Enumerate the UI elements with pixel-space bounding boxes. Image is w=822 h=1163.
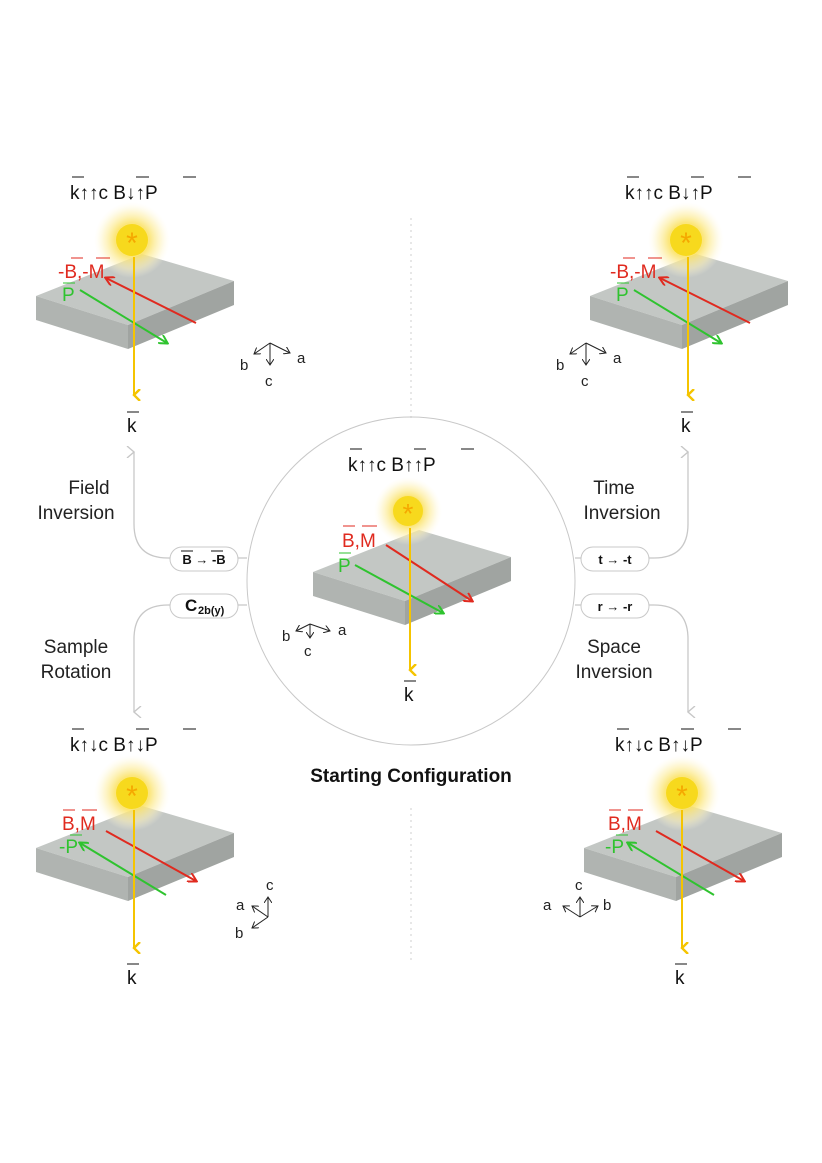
vec2-label: P (616, 285, 629, 306)
axis-b: b (282, 628, 290, 645)
diagram-title: Starting Configuration (310, 766, 512, 787)
pill-sample-rotation: C 2b(y) (169, 593, 239, 619)
vec2-label: -P (605, 837, 624, 858)
sun-icon: * (126, 780, 138, 813)
axis-b: b (556, 357, 564, 374)
vector-B-M (655, 830, 744, 881)
op-time-inversion: t → -t (598, 552, 632, 567)
axis-a: a (613, 350, 622, 367)
axis-a: a (297, 350, 306, 367)
vec1-label: B,M (608, 814, 642, 835)
connector-sample-rotation (134, 604, 247, 712)
vec2-label: P (62, 285, 75, 306)
axis-b: b (603, 897, 611, 914)
vec2-label: P (338, 556, 351, 577)
vector-B-M (105, 830, 196, 881)
vector-P (628, 843, 715, 896)
pill-field-inversion: B → -B (169, 546, 239, 572)
sun-icon: * (680, 227, 692, 260)
connector-field-inversion (134, 452, 247, 559)
vector-P (80, 843, 167, 896)
vector-B-M (385, 544, 472, 601)
label-space: Space (587, 637, 641, 658)
label-field-inversion: Inversion (37, 503, 114, 524)
panel-center: k↑↑c B↑↑P * B,M P k b a c (282, 448, 511, 706)
axis-c: c (581, 373, 589, 390)
vector-B-M (106, 278, 197, 324)
panel-header: k↑↓c B↑↓P (70, 735, 158, 756)
label-sample-rotation: Rotation (41, 662, 112, 683)
axis-c: c (265, 373, 273, 390)
pill-space-inversion: r → -r (580, 593, 650, 619)
vec1-label: B,M (62, 814, 96, 835)
label-space-inversion: Inversion (575, 662, 652, 683)
axis-a: a (338, 622, 347, 639)
label-sample: Sample (44, 637, 108, 658)
axis-c: c (575, 877, 583, 894)
sun-icon: * (126, 227, 138, 260)
vector-P (633, 289, 721, 343)
vec1-label: -B,-M (610, 262, 656, 283)
op-space-inversion: r → -r (598, 599, 633, 614)
panel-header: k↑↑c B↓↑P (625, 183, 713, 204)
axis-a: a (543, 897, 552, 914)
vec2-label: -P (59, 837, 78, 858)
axis-b: b (240, 357, 248, 374)
label-time-inversion: Inversion (583, 503, 660, 524)
panel-top-left: k↑↑c B↓↑P * -B,-M P k b a c (36, 176, 306, 437)
label-field: Field (68, 478, 109, 499)
center-circle (246, 416, 576, 746)
op-field-inversion: B → -B (182, 552, 225, 567)
k-label: k (681, 416, 691, 437)
panel-top-right: k↑↑c B↓↑P * -B,-M P k b a c (556, 176, 788, 437)
vector-B-M (660, 278, 751, 324)
vec1-label: -B,-M (58, 262, 104, 283)
sun-icon: * (676, 780, 688, 813)
axis-c: c (304, 643, 312, 660)
op-sample-rotation-sub: 2b(y) (198, 605, 225, 617)
axis-c: c (266, 877, 274, 894)
vector-P (79, 289, 167, 343)
vec1-label: B,M (342, 531, 376, 552)
vector-P (354, 564, 443, 613)
k-label: k (675, 968, 685, 989)
sun-icon: * (403, 498, 414, 529)
panel-bottom-right: k↑↓c B↑↓P * B,M -P k c a b (543, 728, 782, 989)
panel-header: k↑↑c B↓↑P (70, 183, 158, 204)
op-sample-rotation: C (185, 596, 197, 615)
pill-time-inversion: t → -t (580, 546, 650, 572)
connector-space-inversion (575, 604, 688, 712)
axis-a: a (236, 897, 245, 914)
axis-b: b (235, 925, 243, 942)
k-label: k (127, 416, 137, 437)
panel-header: k↑↓c B↑↓P (615, 735, 703, 756)
k-label: k (404, 685, 414, 706)
k-label: k (127, 968, 137, 989)
panel-bottom-left: k↑↓c B↑↓P * B,M -P k c a b (36, 728, 274, 989)
connector-time-inversion (575, 452, 688, 559)
panel-header: k↑↑c B↑↑P (348, 455, 436, 476)
label-time: Time (593, 478, 635, 499)
